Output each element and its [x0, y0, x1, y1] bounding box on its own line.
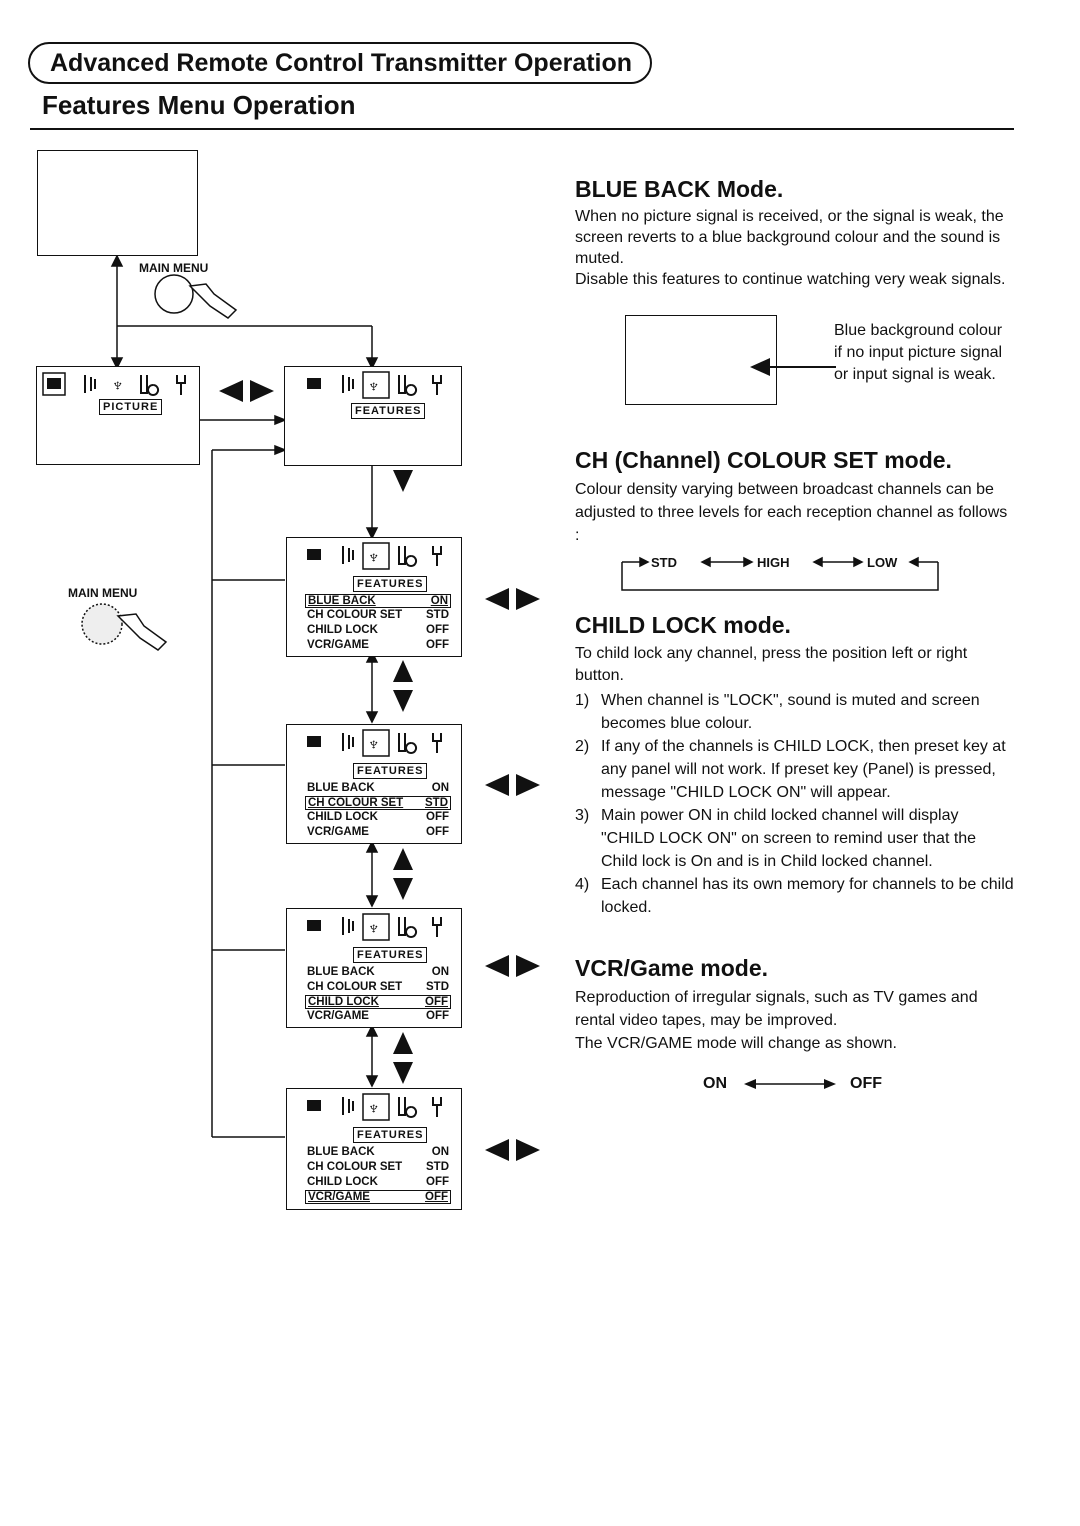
toggle-arrow-icon — [744, 1079, 836, 1089]
cycle-high: HIGH — [757, 555, 790, 570]
svg-text:♆: ♆ — [367, 734, 381, 754]
diagram-connectors — [110, 254, 540, 1161]
features-label: FEATURES — [353, 576, 428, 592]
child-lock-list: 1)When channel is "LOCK", sound is muted… — [575, 689, 1015, 919]
list-item: 3)Main power ON in child locked channel … — [575, 807, 977, 870]
blue-back-title: BLUE BACK Mode. — [575, 176, 784, 202]
list-item: 1)When channel is "LOCK", sound is muted… — [575, 692, 980, 732]
features-label: FEATURES — [353, 763, 428, 779]
menu-icons-row: ♆ — [307, 542, 442, 570]
blank-tv-screen — [37, 150, 198, 256]
header-divider — [30, 128, 1014, 130]
blue-back-para-1: When no picture signal is received, or t… — [575, 208, 1004, 267]
list-item: 2)If any of the channels is CHILD LOCK, … — [575, 738, 1006, 801]
main-menu-label: MAIN MENU — [68, 586, 138, 600]
vcr-game-title: VCR/Game mode. — [575, 955, 768, 981]
down-arrow-icon — [393, 470, 413, 492]
menu-icons-row: ♆ — [307, 729, 442, 757]
menu-icons-row: ♆ — [42, 372, 186, 396]
cycle-std: STD — [651, 555, 677, 570]
picture-label: PICTURE — [99, 399, 163, 415]
toggle-off: OFF — [850, 1075, 882, 1092]
svg-text:♆: ♆ — [367, 918, 381, 938]
svg-text:♆: ♆ — [111, 375, 125, 395]
main-menu-button-icon — [81, 603, 168, 651]
menu-icons-row: ♆ — [307, 913, 442, 941]
colour-cycle-diagram — [621, 556, 939, 591]
callout-arrow-icon — [750, 358, 836, 376]
vcr-game-section: VCR/Game mode. Reproduction of irregular… — [575, 955, 1015, 1055]
menu-icons-row: ♆ — [307, 1093, 442, 1121]
blue-back-callout: Blue background colour if no input pictu… — [834, 322, 1003, 383]
menu-icons-row: ♆ — [307, 371, 442, 399]
features-label: FEATURES — [351, 403, 426, 419]
main-menu-button-icon — [154, 274, 238, 319]
child-lock-section: CHILD LOCK mode. To child lock any chann… — [575, 612, 1015, 919]
section-title: Advanced Remote Control Transmitter Oper… — [28, 42, 653, 84]
page-title: Features Menu Operation — [42, 90, 356, 120]
toggle-on: ON — [703, 1075, 727, 1092]
blue-screen-illustration — [625, 315, 777, 405]
svg-text:♆: ♆ — [367, 376, 381, 396]
picture-menu-screen: ♆ PICTURE — [36, 366, 200, 465]
svg-text:♆: ♆ — [367, 1098, 381, 1118]
features-label: FEATURES — [353, 1127, 428, 1143]
svg-text:♆: ♆ — [367, 547, 381, 567]
blue-back-para-2: Disable this features to continue watchi… — [575, 271, 1006, 288]
colour-set-section: CH (Channel) COLOUR SET mode. Colour den… — [575, 447, 1015, 547]
blue-back-section: BLUE BACK Mode. When no picture signal i… — [575, 176, 1015, 290]
colour-set-para: Colour density varying between broadcast… — [575, 481, 1008, 544]
child-lock-para: To child lock any channel, press the pos… — [575, 645, 968, 684]
list-item: 4)Each channel has its own memory for ch… — [575, 876, 1014, 916]
vcr-game-para-1: Reproduction of irregular signals, such … — [575, 989, 978, 1029]
features-label: FEATURES — [353, 947, 428, 963]
vcr-game-para-2: The VCR/GAME mode will change as shown. — [575, 1035, 897, 1052]
main-menu-label: MAIN MENU — [139, 261, 209, 275]
child-lock-title: CHILD LOCK mode. — [575, 612, 791, 638]
colour-set-title: CH (Channel) COLOUR SET mode. — [575, 447, 952, 473]
features-menu-screen: ♆ FEATURES — [284, 366, 462, 466]
cycle-low: LOW — [867, 555, 898, 570]
